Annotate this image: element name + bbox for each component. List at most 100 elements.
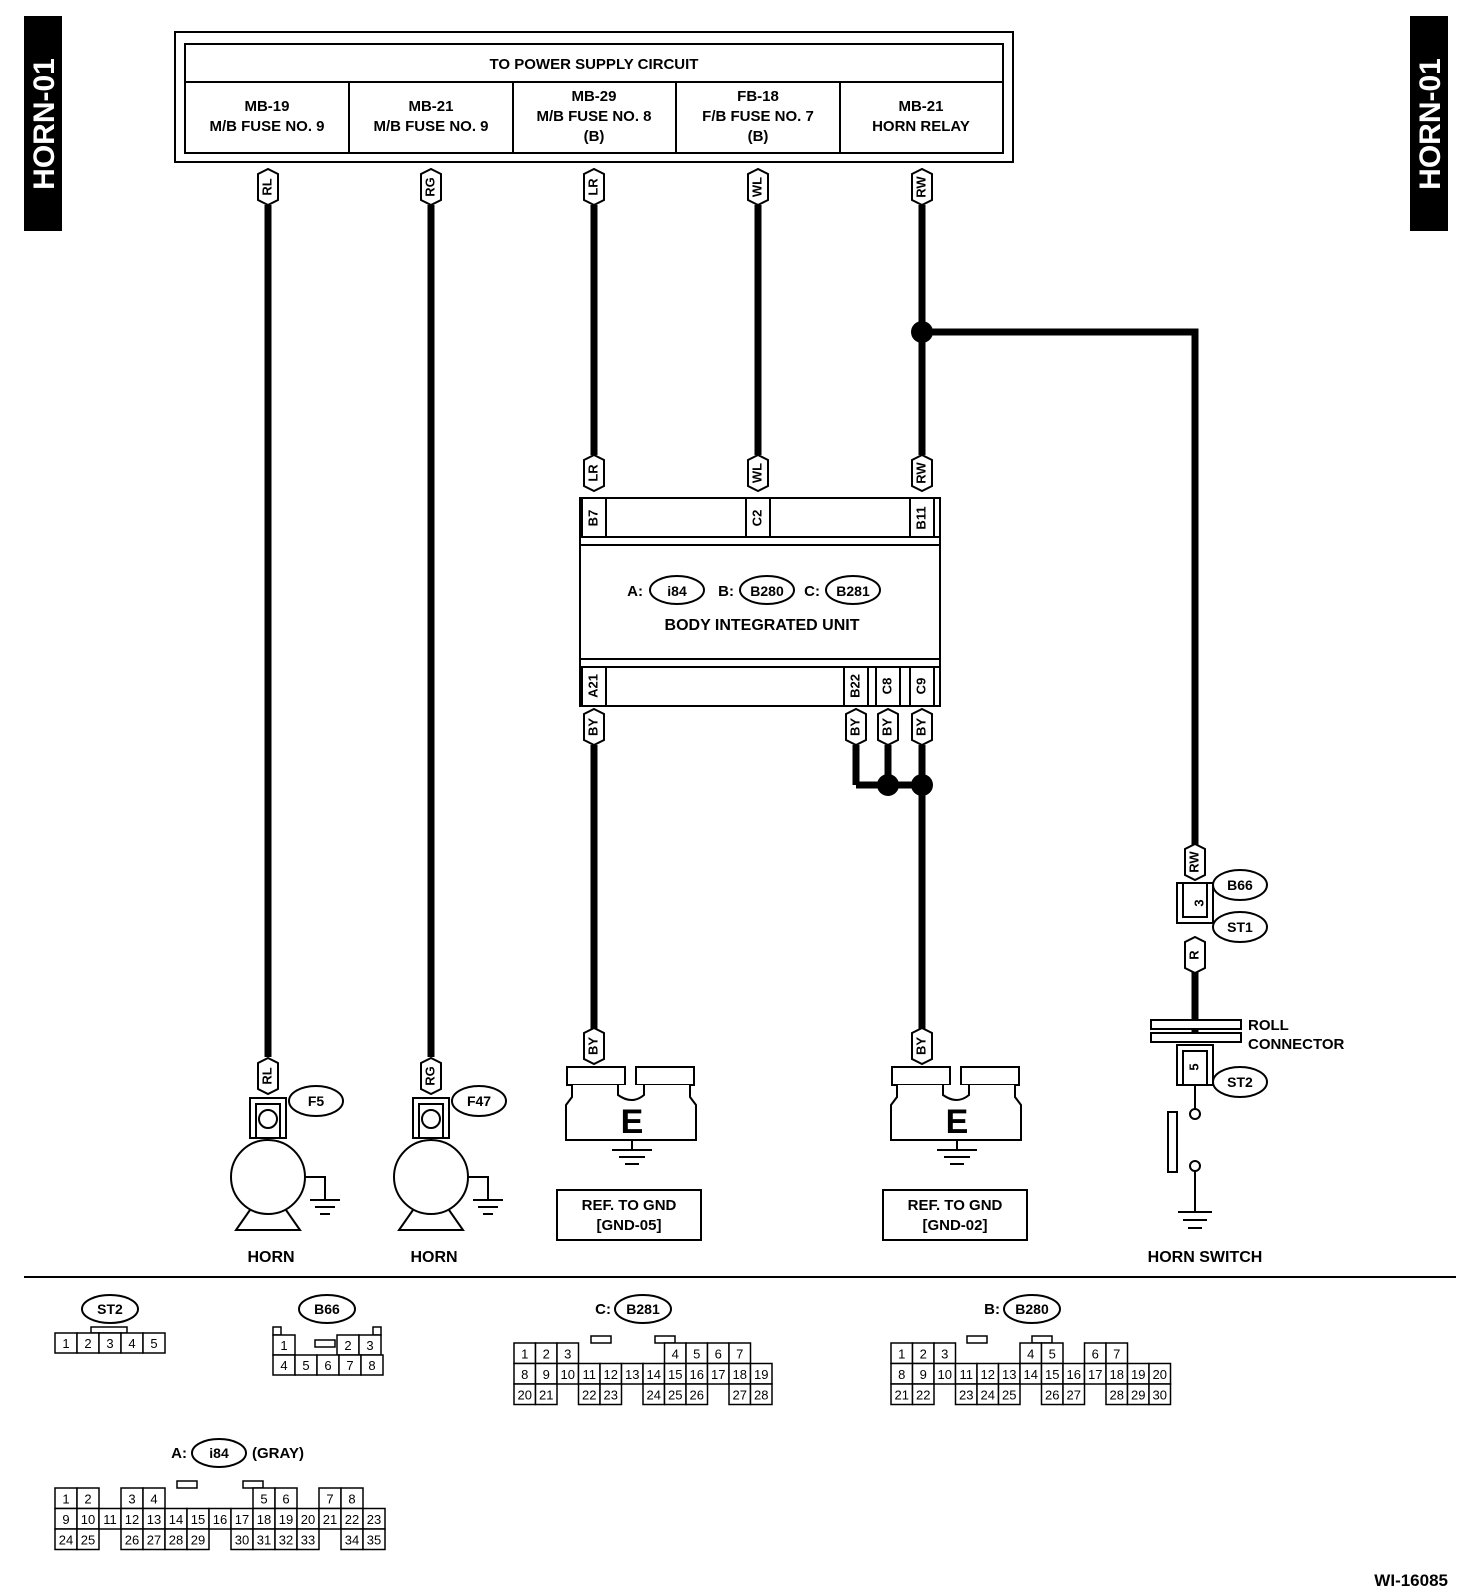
horn-connector-label: F47 bbox=[467, 1093, 491, 1109]
wire-color-tag: BY bbox=[911, 1026, 933, 1066]
ground-ref-line2: [GND-05] bbox=[596, 1217, 661, 1234]
connector-pin: 6 bbox=[1092, 1347, 1099, 1362]
connector-pin: 20 bbox=[518, 1388, 532, 1403]
wire-color-tag: RW bbox=[911, 453, 933, 493]
roll-connector-line2: CONNECTOR bbox=[1248, 1036, 1345, 1053]
power-supply-cell-text: M/B FUSE NO. 8 bbox=[536, 108, 651, 125]
connector-pin: 5 bbox=[302, 1358, 309, 1373]
connector-view-prefix: B: bbox=[984, 1301, 1000, 1318]
connector-pin: 10 bbox=[81, 1512, 95, 1527]
b66-label: B66 bbox=[1227, 877, 1253, 893]
connector-pin: 15 bbox=[1045, 1367, 1059, 1382]
connector-pin: 18 bbox=[1110, 1367, 1124, 1382]
connector-pin: 22 bbox=[916, 1388, 930, 1403]
power-supply-cell-text: (B) bbox=[584, 128, 605, 145]
st2-pin: 5 bbox=[1186, 1063, 1201, 1070]
connector-pin: 7 bbox=[326, 1492, 333, 1507]
connector-pin: 1 bbox=[521, 1347, 528, 1362]
connector-pin: 4 bbox=[1027, 1347, 1034, 1362]
connector-pin: 29 bbox=[191, 1533, 205, 1548]
connector-pin: 7 bbox=[1113, 1347, 1120, 1362]
connector-view-name: B280 bbox=[1015, 1301, 1049, 1317]
connector-pin: 4 bbox=[128, 1336, 135, 1351]
page-tag-right: HORN-01 bbox=[1410, 16, 1448, 231]
connector-pin: 23 bbox=[959, 1388, 973, 1403]
wire-color-tag: BY bbox=[583, 707, 605, 747]
unit-bottom-pin: C9 bbox=[913, 678, 928, 695]
wire-color-tag: RL bbox=[257, 1056, 279, 1096]
wire-color-text: LR bbox=[585, 178, 600, 196]
connector-pin: 16 bbox=[213, 1512, 227, 1527]
connector-pin: 1 bbox=[898, 1347, 905, 1362]
connector-pin: 12 bbox=[981, 1367, 995, 1382]
wire-color-text: BY bbox=[585, 718, 600, 736]
st1-label: ST1 bbox=[1227, 919, 1253, 935]
power-supply-cell-text: M/B FUSE NO. 9 bbox=[373, 118, 488, 135]
connector-pin: 5 bbox=[260, 1492, 267, 1507]
connector-pin: 21 bbox=[895, 1388, 909, 1403]
connector-pin: 19 bbox=[754, 1367, 768, 1382]
unit-connector-c: B281 bbox=[836, 583, 870, 599]
connector-pin: 34 bbox=[345, 1533, 359, 1548]
connector-pin: 9 bbox=[62, 1512, 69, 1527]
connector-pin: 18 bbox=[733, 1367, 747, 1382]
st2-label: ST2 bbox=[1227, 1074, 1253, 1090]
connector-pin: 3 bbox=[366, 1338, 373, 1353]
power-supply-cell-text: HORN RELAY bbox=[872, 118, 970, 135]
unit-bottom-pin: A21 bbox=[585, 674, 600, 698]
connector-pin: 19 bbox=[279, 1512, 293, 1527]
connector-pin: 3 bbox=[106, 1336, 113, 1351]
connector-view-prefix: C: bbox=[595, 1301, 611, 1318]
connector-pin: 29 bbox=[1131, 1388, 1145, 1403]
connector-pin: 28 bbox=[1110, 1388, 1124, 1403]
unit-top-pin: B11 bbox=[913, 506, 928, 529]
connector-pin: 8 bbox=[521, 1367, 528, 1382]
connector-pin: 20 bbox=[1153, 1367, 1167, 1382]
connector-pin: 10 bbox=[561, 1367, 575, 1382]
connector-pin: 12 bbox=[125, 1512, 139, 1527]
connector-pin: 2 bbox=[543, 1347, 550, 1362]
connector-pin: 11 bbox=[583, 1367, 597, 1382]
connector-pin: 2 bbox=[920, 1347, 927, 1362]
unit-connector-b-prefix: B: bbox=[718, 583, 734, 600]
wire-color-text: RL bbox=[259, 1067, 274, 1084]
power-supply-cell-text: FB-18 bbox=[737, 88, 779, 105]
wire-color-text: RG bbox=[422, 1066, 437, 1086]
connector-pin: 9 bbox=[920, 1367, 927, 1382]
wire-color-text: BY bbox=[913, 1037, 928, 1055]
ground-ref-line2: [GND-02] bbox=[922, 1217, 987, 1234]
wire-color-tag: RG bbox=[420, 1056, 442, 1096]
connector-pin: 33 bbox=[301, 1533, 315, 1548]
connector-pin: 3 bbox=[941, 1347, 948, 1362]
power-supply-block: TO POWER SUPPLY CIRCUIT MB-19M/B FUSE NO… bbox=[174, 31, 1014, 163]
wire-color-text: WL bbox=[749, 177, 764, 197]
connector-pin: 22 bbox=[345, 1512, 359, 1527]
wire-color-tag: BY bbox=[583, 1026, 605, 1066]
power-supply-cell-text: MB-21 bbox=[408, 98, 453, 115]
connector-pin: 15 bbox=[191, 1512, 205, 1527]
connector-pin: 1 bbox=[62, 1336, 69, 1351]
connector-pin: 18 bbox=[257, 1512, 271, 1527]
wire-color-text: RG bbox=[422, 177, 437, 197]
ground-symbol-letter: E bbox=[621, 1103, 644, 1141]
ground-ref-line1: REF. TO GND bbox=[582, 1197, 677, 1214]
power-supply-cell-text: (B) bbox=[748, 128, 769, 145]
connector-pin: 2 bbox=[84, 1336, 91, 1351]
connector-pin: 27 bbox=[1067, 1388, 1081, 1403]
connector-pin: 1 bbox=[280, 1338, 287, 1353]
wire-color-text: R bbox=[1186, 950, 1201, 960]
connector-pin: 25 bbox=[1002, 1388, 1016, 1403]
connector-pin: 27 bbox=[147, 1533, 161, 1548]
connector-pin: 30 bbox=[235, 1533, 249, 1548]
wire-color-tag: WL bbox=[747, 453, 769, 493]
wire-color-tag: BY bbox=[911, 707, 933, 747]
wire-color-tag: LR bbox=[583, 453, 605, 493]
connector-pin: 12 bbox=[604, 1367, 618, 1382]
connector-pin: 19 bbox=[1131, 1367, 1145, 1382]
